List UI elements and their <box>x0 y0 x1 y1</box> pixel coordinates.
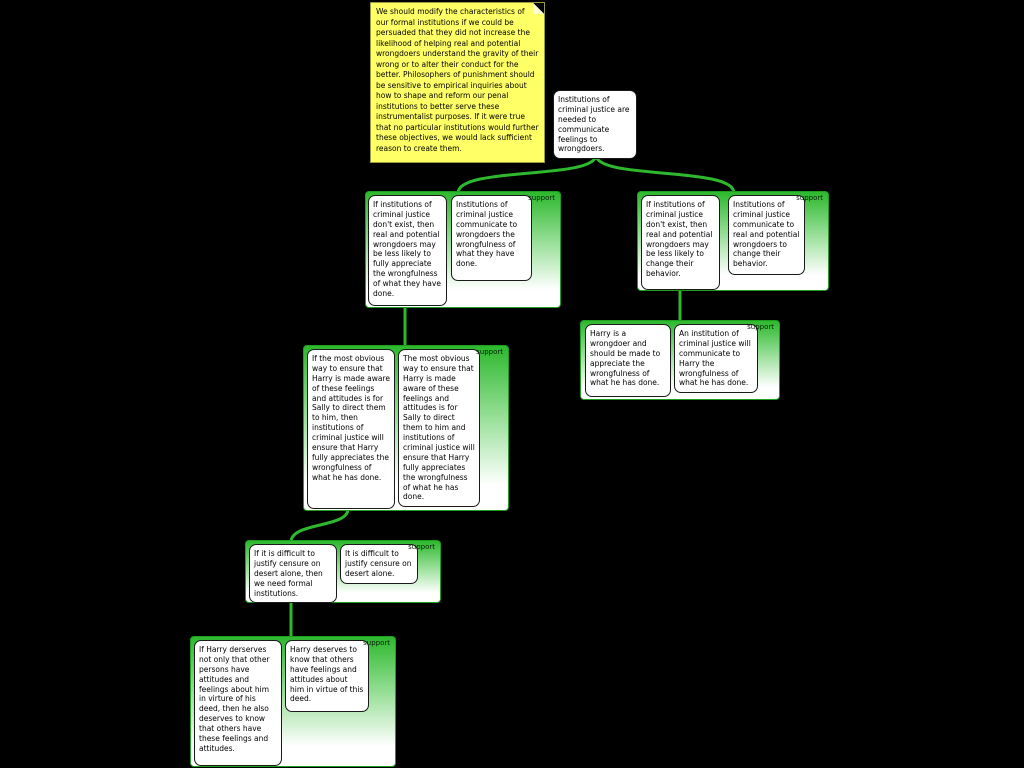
premise-node[interactable]: It is difficult to justify censure on de… <box>340 544 418 584</box>
support-edge <box>289 507 350 544</box>
support-argument-group[interactable]: support If institutions of criminal just… <box>365 191 561 308</box>
premise-node[interactable]: Harry deserves to know that others have … <box>285 640 369 712</box>
premise-node[interactable]: If institutions of criminal justice don'… <box>641 195 720 290</box>
premise-node[interactable]: Institutions of criminal justice communi… <box>728 195 805 275</box>
premise-node[interactable]: The most obvious way to ensure that Harr… <box>398 349 480 508</box>
premise-node[interactable]: Institutions of criminal justice communi… <box>451 195 532 281</box>
support-label: support <box>408 543 435 551</box>
premise-node[interactable]: An institution of criminal justice will … <box>674 324 758 394</box>
support-argument-group[interactable]: support If institutions of criminal just… <box>637 191 829 291</box>
support-label: support <box>476 348 503 356</box>
sticky-note-text: We should modify the characteristics of … <box>376 7 539 153</box>
support-label: support <box>363 639 390 647</box>
support-label: support <box>528 194 555 202</box>
support-label: support <box>747 323 774 331</box>
claim-node[interactable]: Institutions of criminal justice are nee… <box>553 90 637 160</box>
premise-node[interactable]: If Harry derserves not only that other p… <box>194 640 282 766</box>
support-argument-group[interactable]: support If it is difficult to justify ce… <box>245 540 441 604</box>
support-edge <box>594 153 736 195</box>
support-argument-group[interactable]: support If the most obvious way to ensur… <box>303 345 509 511</box>
support-argument-group[interactable]: support Harry is a wrongdoer and should … <box>580 320 780 400</box>
sticky-note[interactable]: We should modify the characteristics of … <box>370 2 545 163</box>
support-label: support <box>796 194 823 202</box>
support-argument-group[interactable]: support If Harry derserves not only that… <box>190 636 396 767</box>
note-fold-corner <box>533 3 544 14</box>
premise-node[interactable]: If institutions of criminal justice don'… <box>368 195 447 306</box>
support-edge <box>456 153 598 195</box>
premise-node[interactable]: If the most obvious way to ensure that H… <box>307 349 395 509</box>
premise-node[interactable]: Harry is a wrongdoer and should be made … <box>585 324 671 397</box>
premise-node[interactable]: If it is difficult to justify censure on… <box>249 544 337 604</box>
